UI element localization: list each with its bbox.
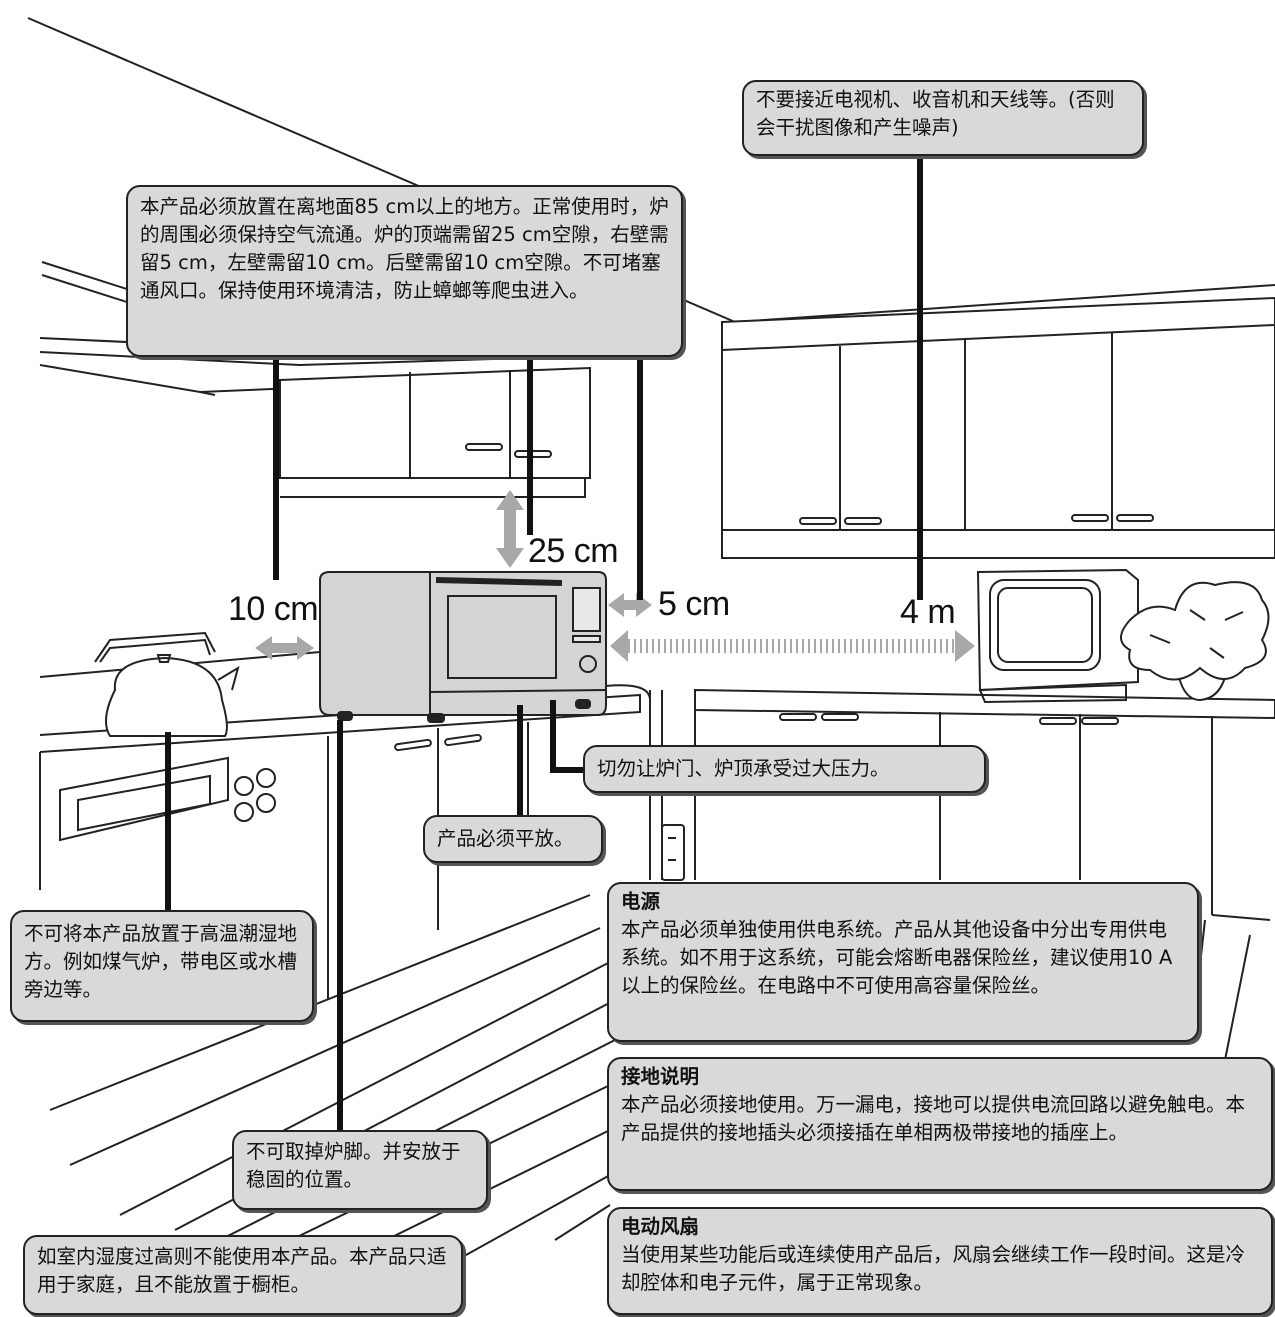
leader-lines xyxy=(165,155,923,1135)
right-clearance-arrow xyxy=(608,593,652,617)
left-clearance-label: 10 cm xyxy=(228,590,319,628)
ceiling-line xyxy=(734,284,1275,323)
placement-callout: 本产品必须放置在离地面85 cm以上的地方。正常使用时，炉的周围必须保持空气流通… xyxy=(126,185,683,357)
grounding-body: 本产品必须接地使用。万一漏电，接地可以提供电流回路以避免触电。本产品提供的接地插… xyxy=(621,1093,1246,1144)
fan-callout: 电动风扇 当使用某些功能后或连续使用产品后，风扇会继续工作一段时间。这是冷却腔体… xyxy=(607,1207,1273,1315)
top-clearance-arrow xyxy=(496,490,524,568)
right-clearance-label: 5 cm xyxy=(658,585,730,623)
tv-distance-label: 4 m xyxy=(900,593,956,631)
door-pressure-callout: 切勿让炉门、炉顶承受过大压力。 xyxy=(583,745,986,793)
feet-callout: 不可取掉炉脚。并安放于稳固的位置。 xyxy=(232,1130,488,1210)
power-callout: 电源 本产品必须单独使用供电系统。产品从其他设备中分出专用供电系统。如不用于这系… xyxy=(607,882,1199,1042)
counter-right xyxy=(694,688,1275,921)
grounding-title: 接地说明 xyxy=(621,1065,700,1088)
potted-plant xyxy=(1120,581,1270,702)
upper-cabinet-left xyxy=(279,366,591,498)
power-title: 电源 xyxy=(621,890,661,913)
power-body: 本产品必须单独使用供电系统。产品从其他设备中分出专用供电系统。如不用于这系统，可… xyxy=(621,918,1173,997)
humidity-heat-callout: 不可将本产品放置于高温潮湿地方。例如煤气炉，带电区或水槽旁边等。 xyxy=(10,910,314,1022)
power-outlet xyxy=(605,684,685,881)
kettle xyxy=(94,631,240,737)
left-clearance-arrow xyxy=(255,636,314,660)
television xyxy=(976,568,1139,704)
upper-cabinet-right xyxy=(721,296,1275,559)
level-callout: 产品必须平放。 xyxy=(423,815,603,863)
tv-distance-callout: 不要接近电视机、收音机和天线等。(否则会干扰图像和产生噪声) xyxy=(742,80,1144,156)
grounding-callout: 接地说明 本产品必须接地使用。万一漏电，接地可以提供电流回路以避免触电。本产品提… xyxy=(607,1057,1273,1191)
top-clearance-label: 25 cm xyxy=(528,532,619,570)
fan-body: 当使用某些功能后或连续使用产品后，风扇会继续工作一段时间。这是冷却腔体和电子元件… xyxy=(621,1243,1246,1294)
microwave-oven xyxy=(319,571,607,723)
room-humidity-callout: 如室内湿度过高则不能使用本产品。本产品只适用于家庭，且不能放置于橱柜。 xyxy=(23,1235,463,1315)
fan-title: 电动风扇 xyxy=(621,1215,700,1238)
